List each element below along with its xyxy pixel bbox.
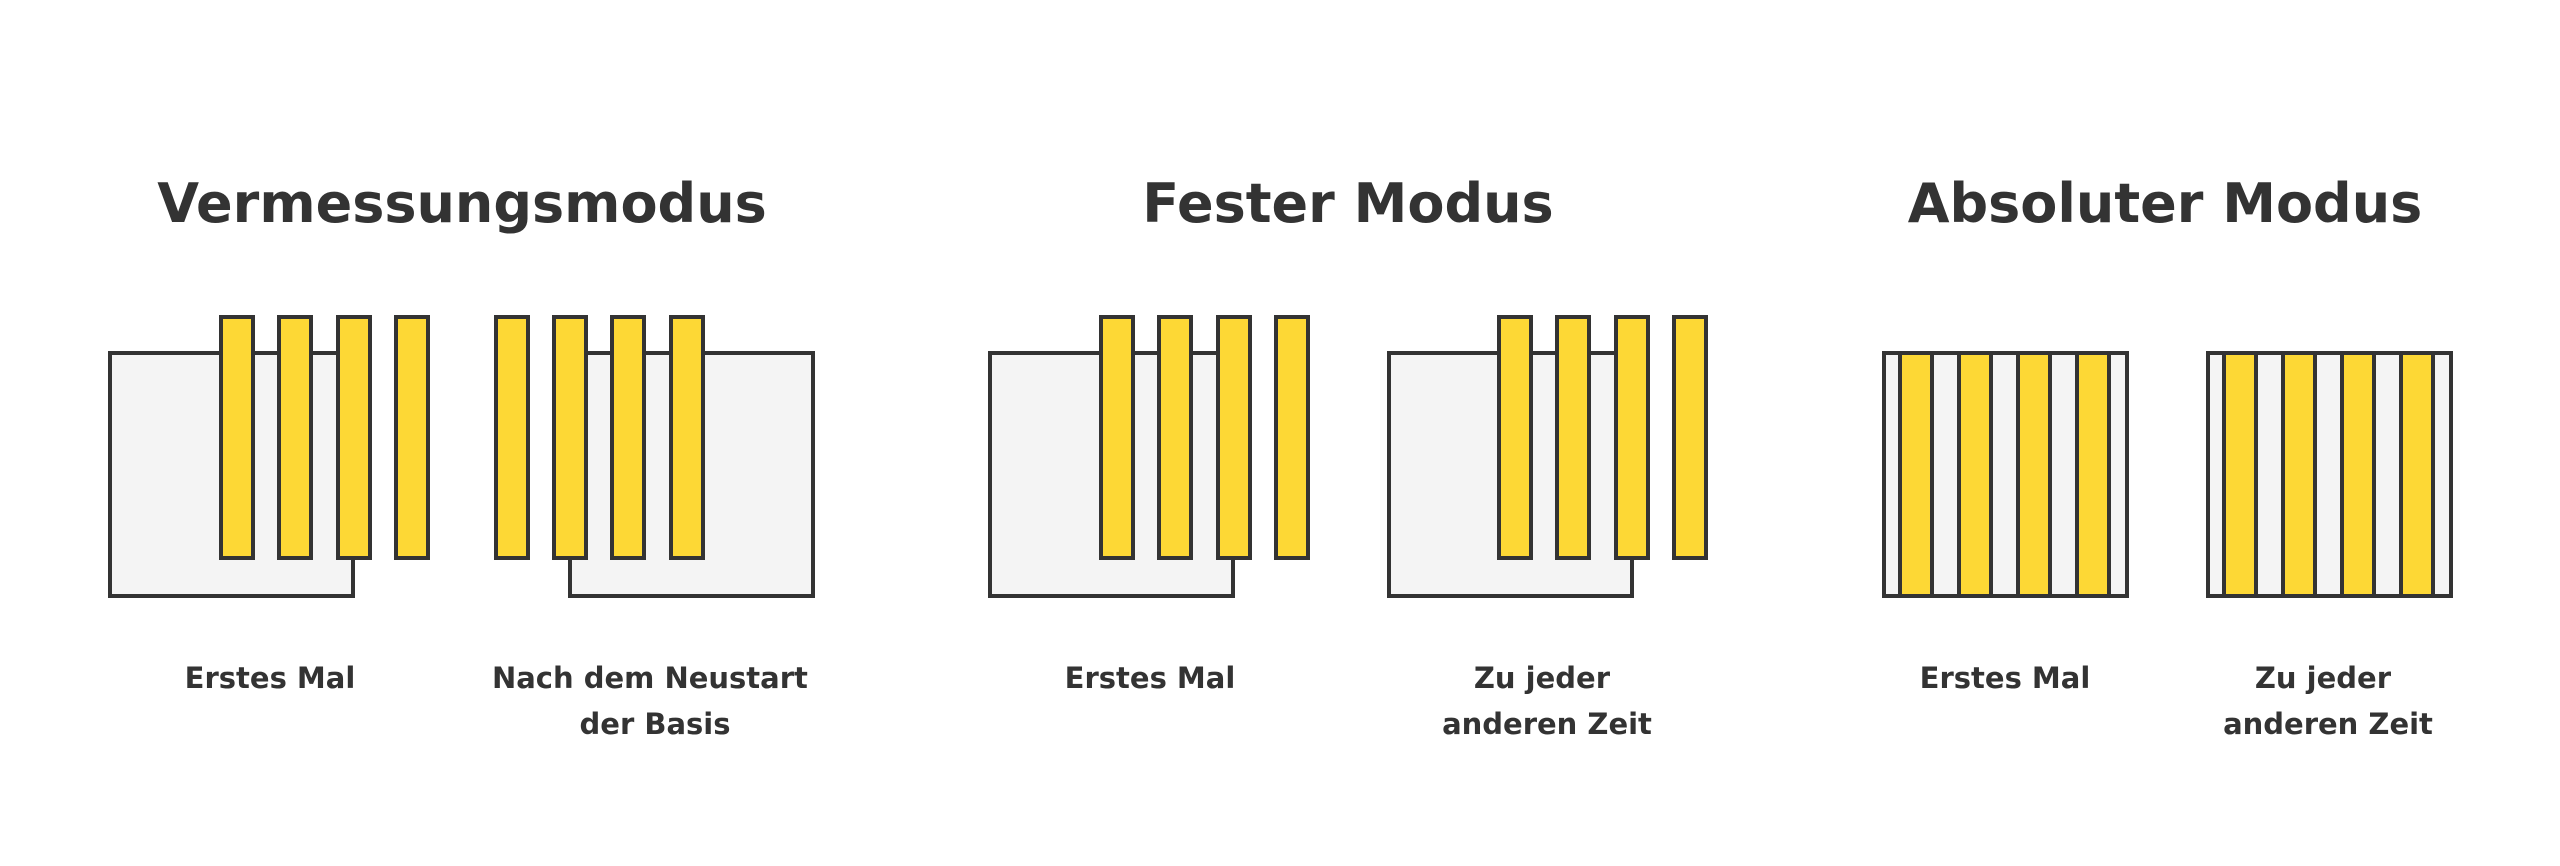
panel-fixed-other-time: Zu jeder anderen Zeit [1387,315,1708,741]
bar [2340,351,2376,598]
caption-line: der Basis [580,707,731,741]
bar [2281,351,2317,598]
bar [1614,315,1650,560]
bar [1957,351,1993,598]
bar [1497,315,1533,560]
panel-absolute-other-time: Zu jeder anderen Zeit [2206,351,2453,741]
panel-survey-first-time: Erstes Mal [108,315,430,695]
panel-absolute-first-time: Erstes Mal [1882,351,2129,695]
bar [1672,315,1708,560]
panel-caption: Zu jeder anderen Zeit [1442,661,1652,741]
bar [1216,315,1252,560]
caption-line: Nach dem Neustart [492,661,808,695]
panel-survey-after-restart: Nach dem Neustart der Basis [492,315,818,741]
bar [1157,315,1193,560]
panel-caption: Nach dem Neustart der Basis [492,661,818,741]
section-fixed-mode: Fester Modus Erstes Mal Zu jeder anderen… [988,172,1708,741]
bar [552,315,588,560]
section-title: Absoluter Modus [1908,172,2423,235]
bar [1898,351,1934,598]
caption-line: anderen Zeit [1442,707,1652,741]
bar [1555,315,1591,560]
section-absolute-mode: Absoluter Modus Erstes Mal Zu jeder ande… [1882,172,2453,741]
bar [2016,351,2052,598]
bar [610,315,646,560]
panel-caption: Zu jeder anderen Zeit [2223,661,2433,741]
bar [1099,315,1135,560]
section-title: Fester Modus [1142,172,1553,235]
caption-line: Erstes Mal [1065,661,1236,695]
caption-line: Erstes Mal [185,661,356,695]
section-title: Vermessungsmodus [157,172,767,235]
caption-line: Zu jeder [1474,661,1611,695]
panel-caption: Erstes Mal [185,661,356,695]
bar [1274,315,1310,560]
caption-line: anderen Zeit [2223,707,2433,741]
bar [336,315,372,560]
caption-line: Erstes Mal [1920,661,2091,695]
caption-line: Zu jeder [2255,661,2392,695]
bar [2399,351,2435,598]
bar [669,315,705,560]
panel-caption: Erstes Mal [1065,661,1236,695]
bar [2222,351,2258,598]
section-survey-mode: Vermessungsmodus Erstes Mal Nach dem Neu… [108,172,818,741]
panel-fixed-first-time: Erstes Mal [988,315,1310,695]
bar [219,315,255,560]
bar [494,315,530,560]
bar [394,315,430,560]
bar [277,315,313,560]
panel-caption: Erstes Mal [1920,661,2091,695]
bar [2075,351,2111,598]
